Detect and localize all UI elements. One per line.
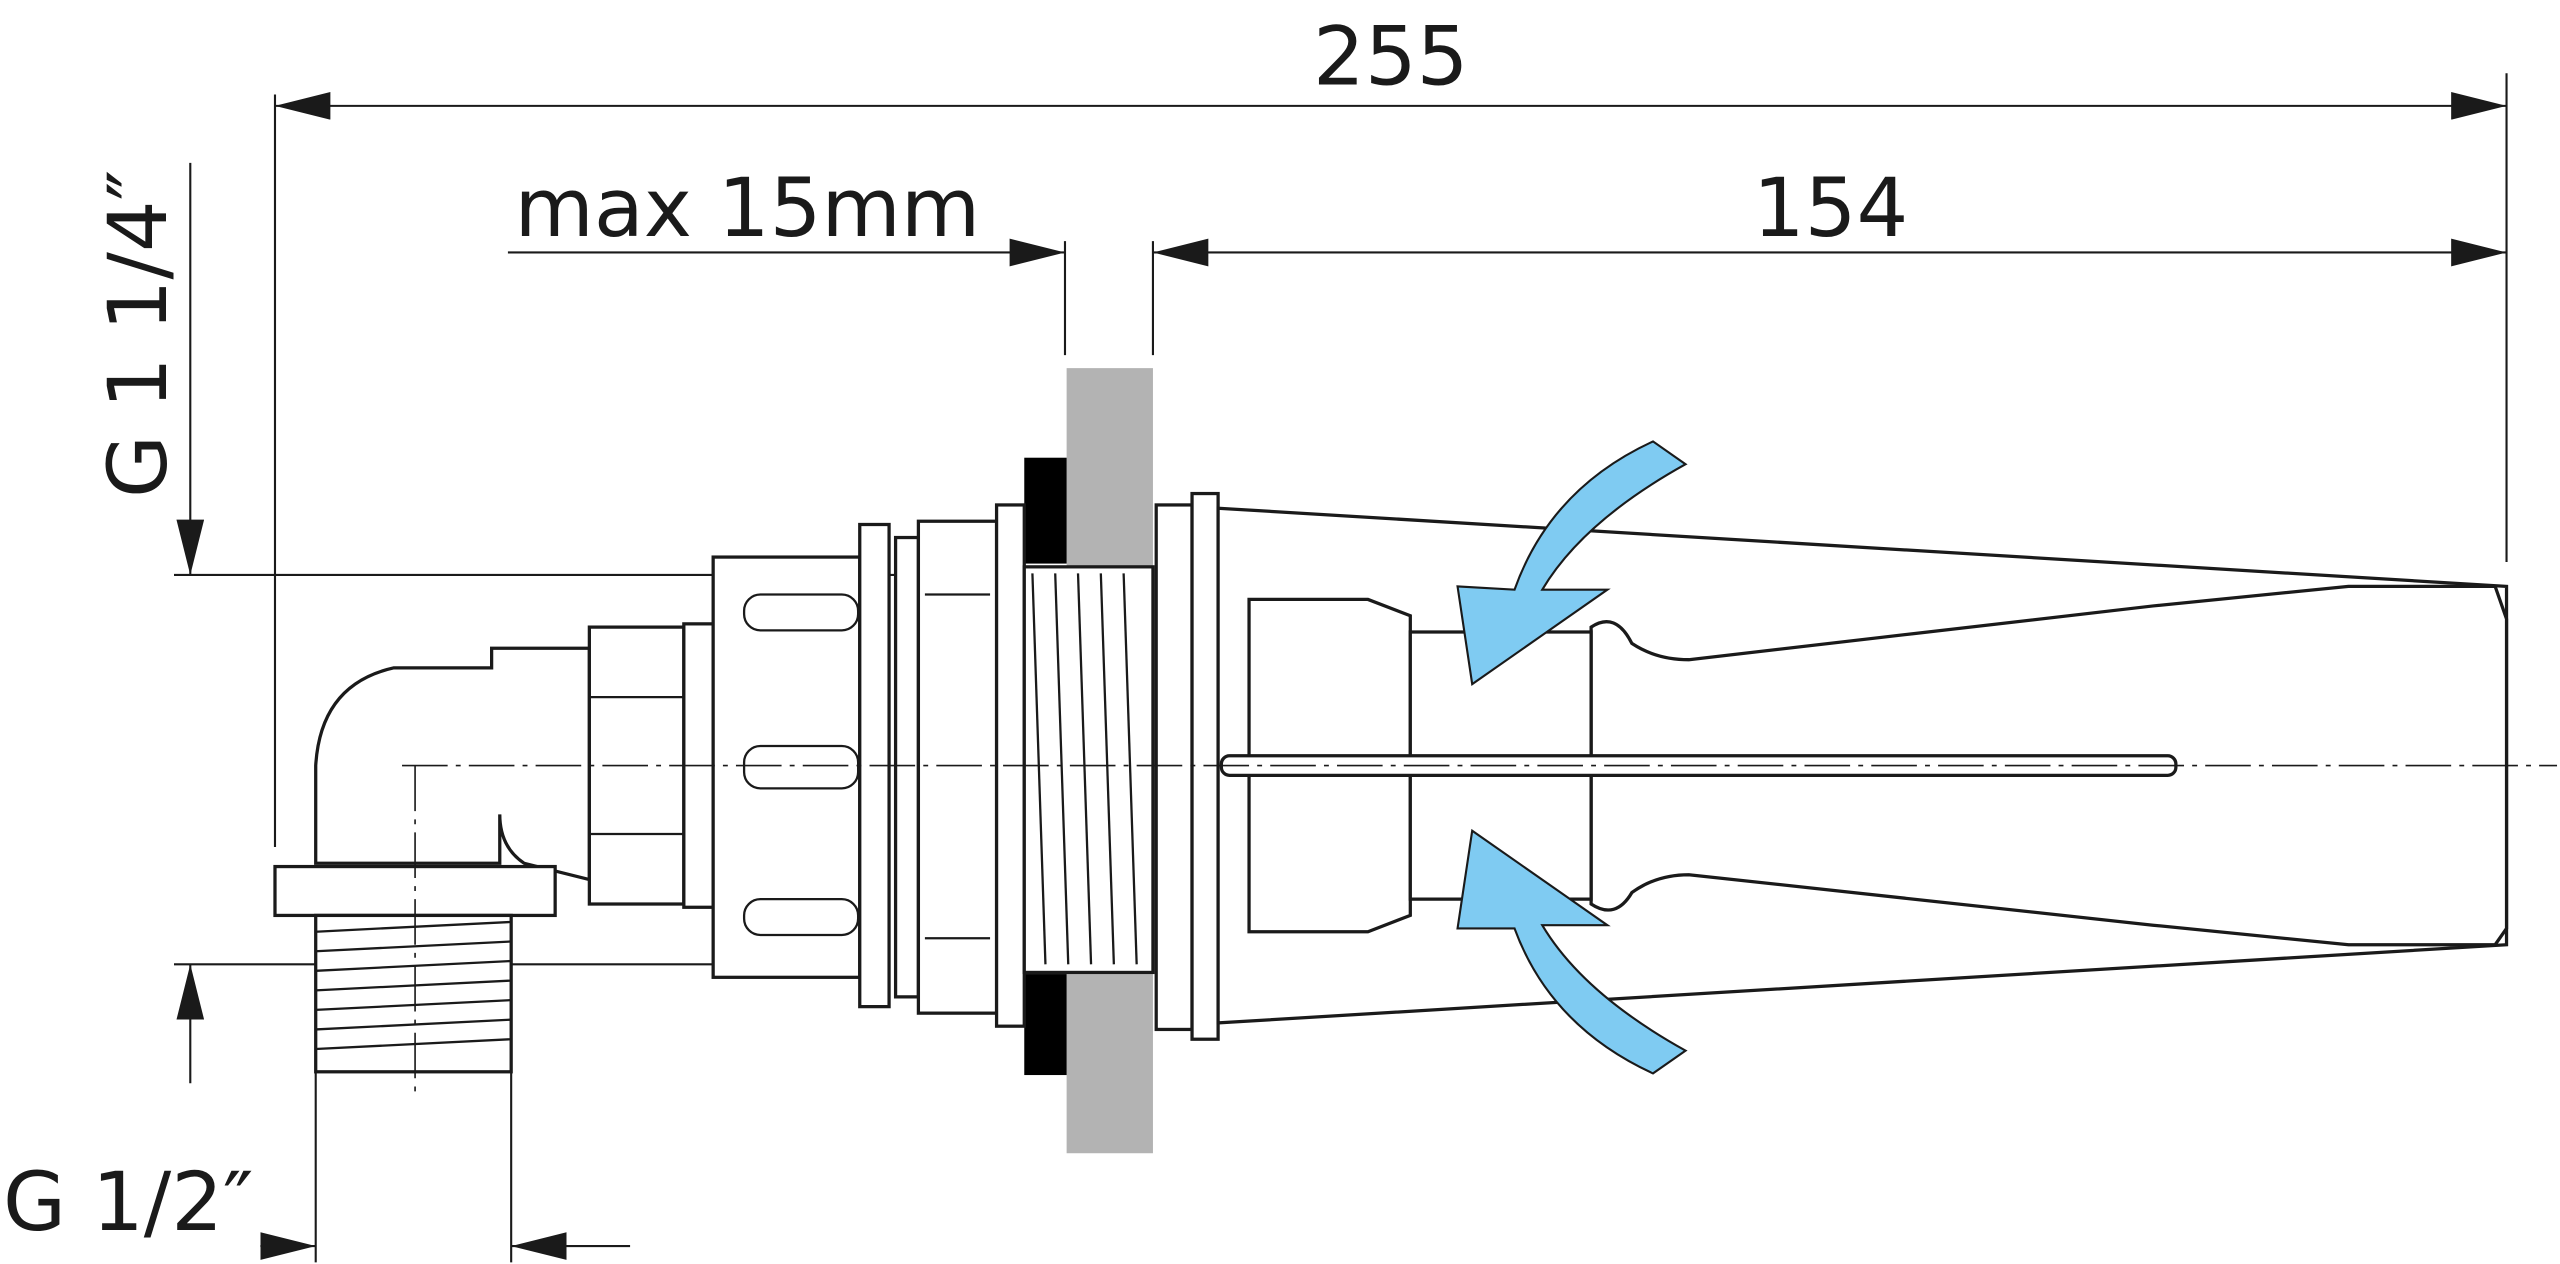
dimension-wall: max 15mm [507,161,1155,356]
dimension-nozzle: 154 [1152,161,2507,267]
dimension-inlet-thread-label: G 1/2″ [3,1155,253,1250]
dimension-wall-label: max 15mm [515,161,981,256]
dimension-main-thread: G 1 1/4″ [91,162,916,1084]
elbow-fitting [273,622,715,1074]
dimension-overall: 255 [273,10,2508,848]
flow-arrow-top-icon [1456,440,1688,686]
union-nut [711,503,1026,1028]
dimension-overall-label: 255 [1313,10,1468,105]
flow-arrow-bottom-icon [1456,828,1688,1075]
dimension-inlet-thread: G 1/2″ [3,1066,631,1263]
threaded-body [1022,491,1220,1041]
dimension-main-thread-label: G 1 1/4″ [91,170,186,498]
dimension-nozzle-label: 154 [1753,161,1908,256]
tank-wall [1024,368,1153,1154]
